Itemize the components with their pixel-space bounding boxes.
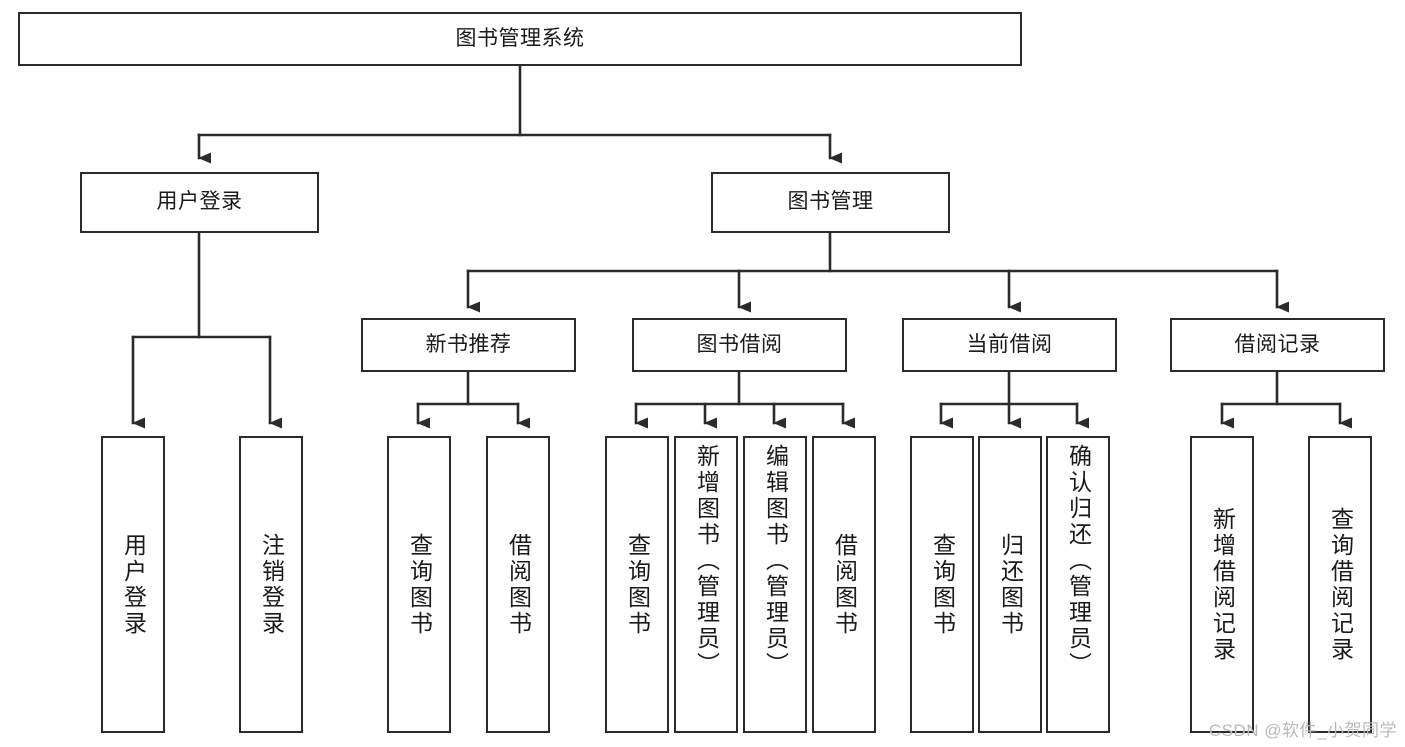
leaf-current-return-book[interactable]: 归还图书 [978,436,1042,733]
node-book-management-label: 图书管理 [787,190,874,214]
leaf-borrow-add-book[interactable]: 新增图书（管理员） [674,436,738,733]
node-user-login[interactable]: 用户登录 [80,172,319,233]
leaf-label: 归还图书 [997,532,1024,637]
leaf-borrow-edit-book[interactable]: 编辑图书（管理员） [743,436,807,733]
leaf-user-login-logout[interactable]: 注销登录 [239,436,303,733]
node-root-label: 图书管理系统 [455,26,585,50]
leaf-label: 注销登录 [258,532,285,637]
leaf-label: 查询图书 [624,532,651,637]
leaf-borrow-query-book[interactable]: 查询图书 [605,436,669,733]
leaf-user-login-login[interactable]: 用户登录 [101,436,165,733]
leaf-current-query-book[interactable]: 查询图书 [910,436,974,733]
leaf-label: 新增图书（管理员） [693,444,720,678]
leaf-label: 借阅图书 [505,532,532,637]
node-user-login-label: 用户登录 [156,190,243,214]
node-book-borrow[interactable]: 图书借阅 [632,318,847,372]
node-new-book-recommend-label: 新书推荐 [425,332,512,356]
leaf-new-book-query[interactable]: 查询图书 [387,436,451,733]
leaf-label: 查询借阅记录 [1327,506,1354,663]
leaf-label: 编辑图书（管理员） [762,444,789,678]
leaf-current-confirm-return[interactable]: 确认归还（管理员） [1046,436,1110,733]
node-borrow-record-label: 借阅记录 [1234,332,1321,356]
leaf-label: 用户登录 [120,532,147,637]
node-borrow-record[interactable]: 借阅记录 [1170,318,1385,372]
leaf-record-query[interactable]: 查询借阅记录 [1308,436,1372,733]
leaf-record-add[interactable]: 新增借阅记录 [1190,436,1254,733]
node-current-borrow[interactable]: 当前借阅 [902,318,1117,372]
leaf-label: 借阅图书 [831,532,858,637]
leaf-label: 查询图书 [406,532,433,637]
node-new-book-recommend[interactable]: 新书推荐 [361,318,576,372]
leaf-label: 确认归还（管理员） [1065,444,1092,678]
leaf-label: 新增借阅记录 [1209,506,1236,663]
node-book-borrow-label: 图书借阅 [696,332,783,356]
leaf-new-book-borrow[interactable]: 借阅图书 [486,436,550,733]
leaf-borrow-borrow-book[interactable]: 借阅图书 [812,436,876,733]
watermark: CSDN @软件_小贺同学 [1208,721,1397,740]
leaf-label: 查询图书 [929,532,956,637]
node-current-borrow-label: 当前借阅 [966,332,1053,356]
node-book-management[interactable]: 图书管理 [711,172,950,233]
node-root[interactable]: 图书管理系统 [18,12,1022,66]
